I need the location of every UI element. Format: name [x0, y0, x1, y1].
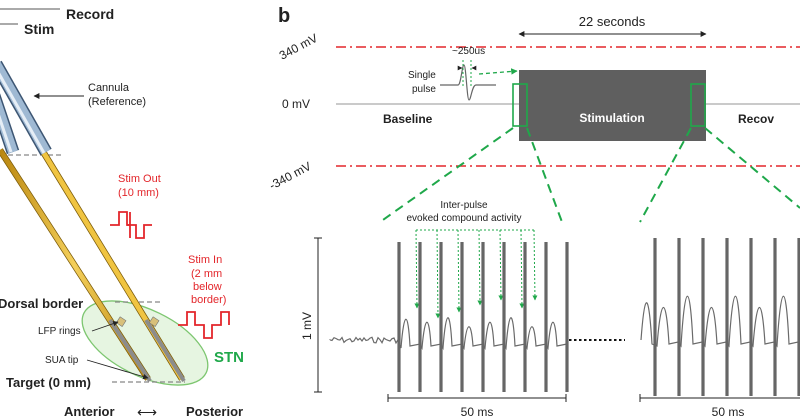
- electrode-tip-left: [108, 318, 152, 383]
- single-pulse-pointer: [478, 68, 518, 75]
- recording-trace-late-stim: [640, 295, 800, 348]
- zoom-box-right: [690, 83, 706, 127]
- target-label: Target (0 mm): [6, 375, 91, 390]
- inter-pulse-arrow: [456, 229, 462, 313]
- y-zero-label: 0 mV: [282, 97, 310, 111]
- stim-in-line3: below: [193, 281, 222, 293]
- inter-pulse-arrow: [477, 229, 483, 306]
- electrode-tip-right: [144, 318, 186, 383]
- panel-a: Record Stim Cannula (Reference) Stim Out: [0, 6, 244, 419]
- inter-pulse-arrow: [532, 229, 538, 301]
- panel-letter: b: [278, 5, 290, 27]
- y-top-label: 340 mV: [277, 31, 320, 63]
- record-label: Record: [66, 6, 114, 22]
- dorsal-border-label: Dorsal border: [0, 296, 83, 311]
- stim-out-label: Stim Out: [118, 173, 161, 185]
- stimulation-block: [519, 70, 706, 141]
- recording-trace-baseline-stim: [329, 317, 568, 351]
- recovery-label: Recov: [738, 112, 774, 126]
- anterior-label: Anterior: [64, 404, 115, 419]
- zoom-connector: [704, 127, 800, 209]
- ms-scale-label-left: 50 ms: [461, 405, 494, 419]
- inter-pulse-label: Inter-pulse: [440, 200, 488, 211]
- mv-scale-label: 1 mV: [300, 312, 314, 340]
- stim-artifacts-left: [397, 242, 569, 392]
- inter-pulse-sublabel: evoked compound activity: [406, 213, 521, 224]
- stim-artifacts-right: [653, 238, 800, 396]
- orientation-arrow: ⟷: [137, 404, 157, 419]
- stim-in-line2: (2 mm: [191, 268, 222, 280]
- stim-out-waveform: [110, 211, 152, 239]
- cannula-label: Cannula: [88, 82, 130, 94]
- lfp-rings-label: LFP rings: [38, 326, 81, 337]
- zoom-connector: [379, 127, 514, 223]
- duration-label: 22 seconds: [579, 14, 646, 29]
- single-pulse-sublabel: pulse: [412, 84, 436, 95]
- ms-scale-label-right: 50 ms: [712, 405, 745, 419]
- single-pulse-label: Single: [408, 70, 436, 81]
- inter-pulse-arrow: [498, 229, 504, 301]
- y-bottom-label: -340 mV: [267, 159, 314, 193]
- panel-b: b 22 seconds 340 mV 0 mV -340 mV Stimula…: [267, 5, 800, 419]
- cannula-sublabel: (Reference): [88, 96, 146, 108]
- stim-in-label: Stim In: [188, 254, 222, 266]
- inter-pulse-arrow: [435, 229, 441, 319]
- stim-out-sublabel: (10 mm): [118, 187, 159, 199]
- baseline-label: Baseline: [383, 112, 433, 126]
- zoom-connector: [639, 127, 692, 223]
- stimulation-label: Stimulation: [579, 111, 644, 125]
- inter-pulse-arrow: [519, 229, 525, 309]
- lfp-rings-arrow: [91, 321, 119, 332]
- single-pulse-waveform: [440, 64, 496, 101]
- lfp-ring: [148, 316, 160, 327]
- zoom-box-left: [512, 83, 528, 127]
- stim-in-waveform: [178, 311, 230, 339]
- lfp-ring: [115, 316, 127, 327]
- pulse-width-label: ~250us: [452, 46, 485, 57]
- sua-tip-label: SUA tip: [45, 355, 79, 366]
- inter-pulse-arrows: [414, 229, 538, 319]
- zoom-connector: [526, 127, 563, 223]
- sua-tip-arrow: [86, 359, 149, 380]
- inter-pulse-arrow: [414, 229, 420, 309]
- stim-label: Stim: [24, 21, 54, 37]
- posterior-label: Posterior: [186, 404, 243, 419]
- stn-label: STN: [214, 349, 244, 366]
- stim-in-line4: border): [191, 294, 226, 306]
